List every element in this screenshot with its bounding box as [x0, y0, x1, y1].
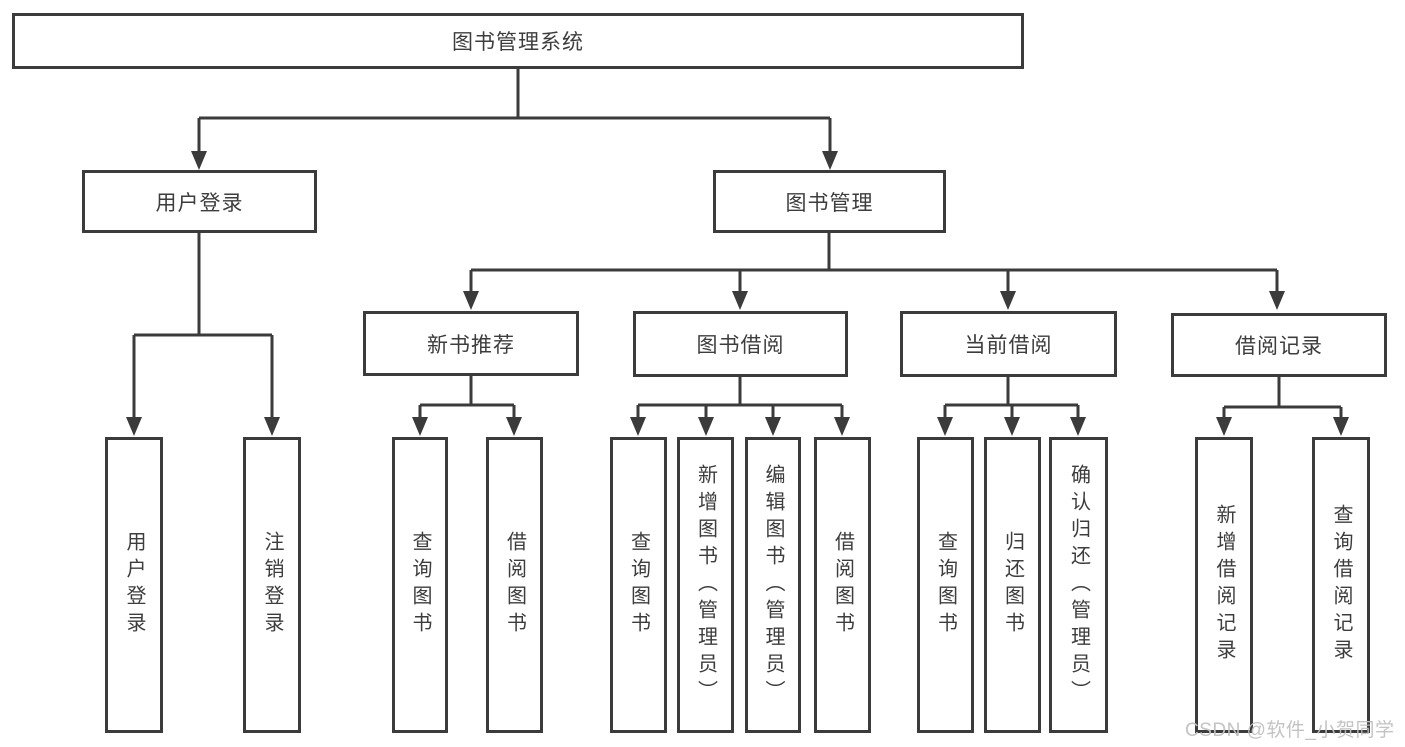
leaf-return-books: 归还图书 [984, 437, 1041, 733]
leaf-borrow-books-recommend: 借阅图书 [486, 437, 543, 733]
csdn-watermark: CSDN @软件_小贺同学 [1185, 720, 1395, 741]
connector-new-book-recommend-to-leaves [412, 376, 522, 436]
node-borrow-records: 借阅记录 [1171, 313, 1387, 377]
leaf-query-borrow-record: 查询借阅记录 [1312, 437, 1370, 733]
leaf-query-books-current: 查询图书 [917, 437, 974, 733]
node-user-login: 用户登录 [82, 170, 317, 233]
node-new-book-recommend: 新书推荐 [363, 311, 579, 376]
leaf-add-borrow-record: 新增借阅记录 [1195, 437, 1253, 733]
node-current-borrow: 当前借阅 [900, 311, 1117, 377]
connector-book-borrow-to-leaves [630, 377, 850, 436]
node-book-management: 图书管理 [713, 170, 946, 233]
connector-borrow-records-to-leaves [1216, 377, 1349, 436]
connector-current-borrow-to-leaves [937, 377, 1086, 436]
leaf-borrow-books: 借阅图书 [814, 437, 871, 733]
leaf-query-books-recommend: 查询图书 [392, 437, 448, 733]
leaf-add-books-admin: 新增图书（管理员） [677, 437, 734, 733]
connector-book-management-to-level3 [463, 233, 1285, 310]
leaf-edit-books-admin: 编辑图书（管理员） [745, 437, 801, 733]
leaf-confirm-return-admin: 确认归还（管理员） [1049, 437, 1108, 733]
leaf-user-login: 用户登录 [105, 437, 163, 733]
connector-user-login-to-leaves [126, 233, 280, 436]
node-book-borrow: 图书借阅 [633, 311, 848, 377]
node-library-management-system: 图书管理系统 [12, 13, 1024, 69]
connector-root-to-level2 [191, 69, 838, 170]
leaf-logout: 注销登录 [243, 437, 301, 733]
leaf-query-books-borrow: 查询图书 [610, 437, 667, 733]
